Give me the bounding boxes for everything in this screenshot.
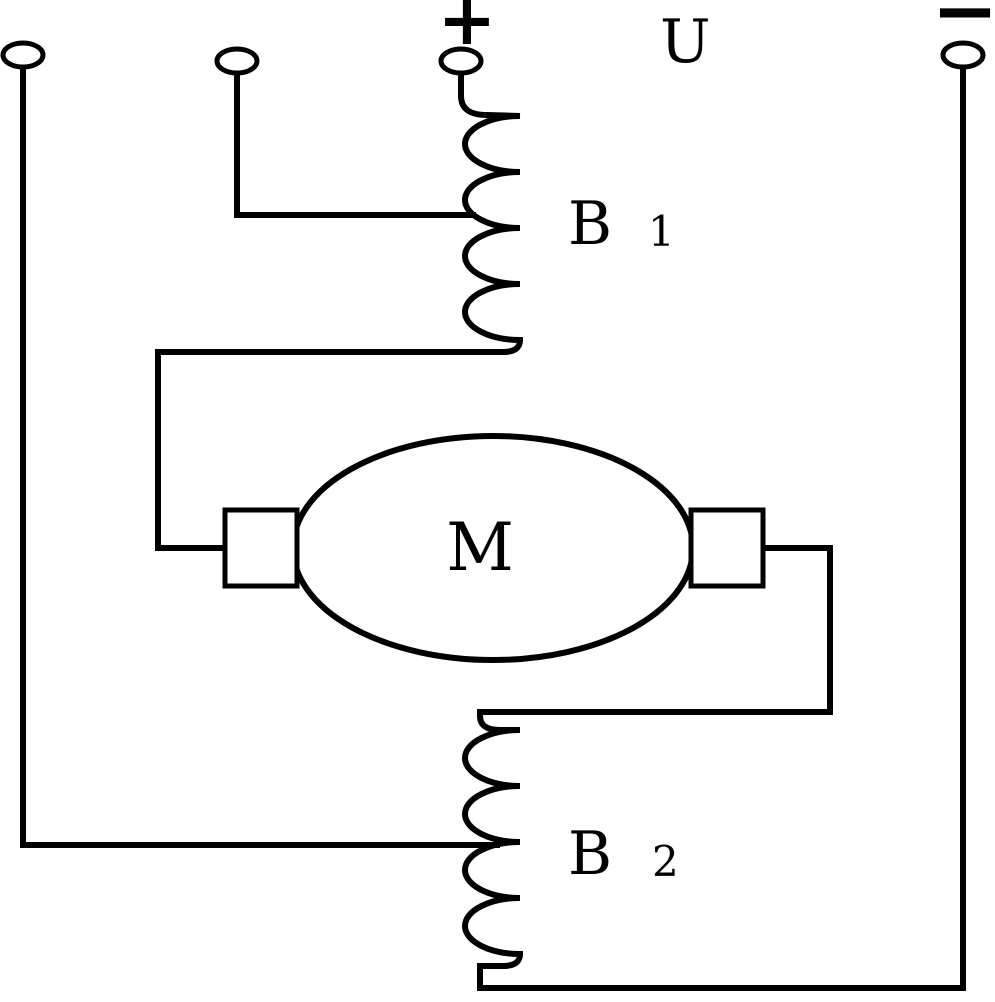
winding-b1-subscript: 1 <box>648 207 675 256</box>
winding-b2-coil <box>462 67 966 991</box>
plus-sign-label: + <box>438 0 497 61</box>
brush-left <box>222 507 300 589</box>
wire-terminal1-to-b2 <box>20 67 500 848</box>
terminal-2 <box>214 46 260 76</box>
terminal-negative <box>940 40 986 70</box>
voltage-label: U <box>660 7 711 77</box>
motor-label: M <box>446 509 514 586</box>
terminal-1 <box>0 40 46 70</box>
wire-tap-to-b1 <box>234 73 476 218</box>
terminal-positive <box>438 46 484 76</box>
minus-sign-label: − <box>931 0 995 57</box>
brush-right <box>688 507 766 589</box>
winding-b1-coil <box>155 73 524 551</box>
winding-b2-subscript: 2 <box>652 837 679 886</box>
winding-b2-label: B <box>568 819 612 889</box>
winding-b1-label: B <box>568 189 612 259</box>
